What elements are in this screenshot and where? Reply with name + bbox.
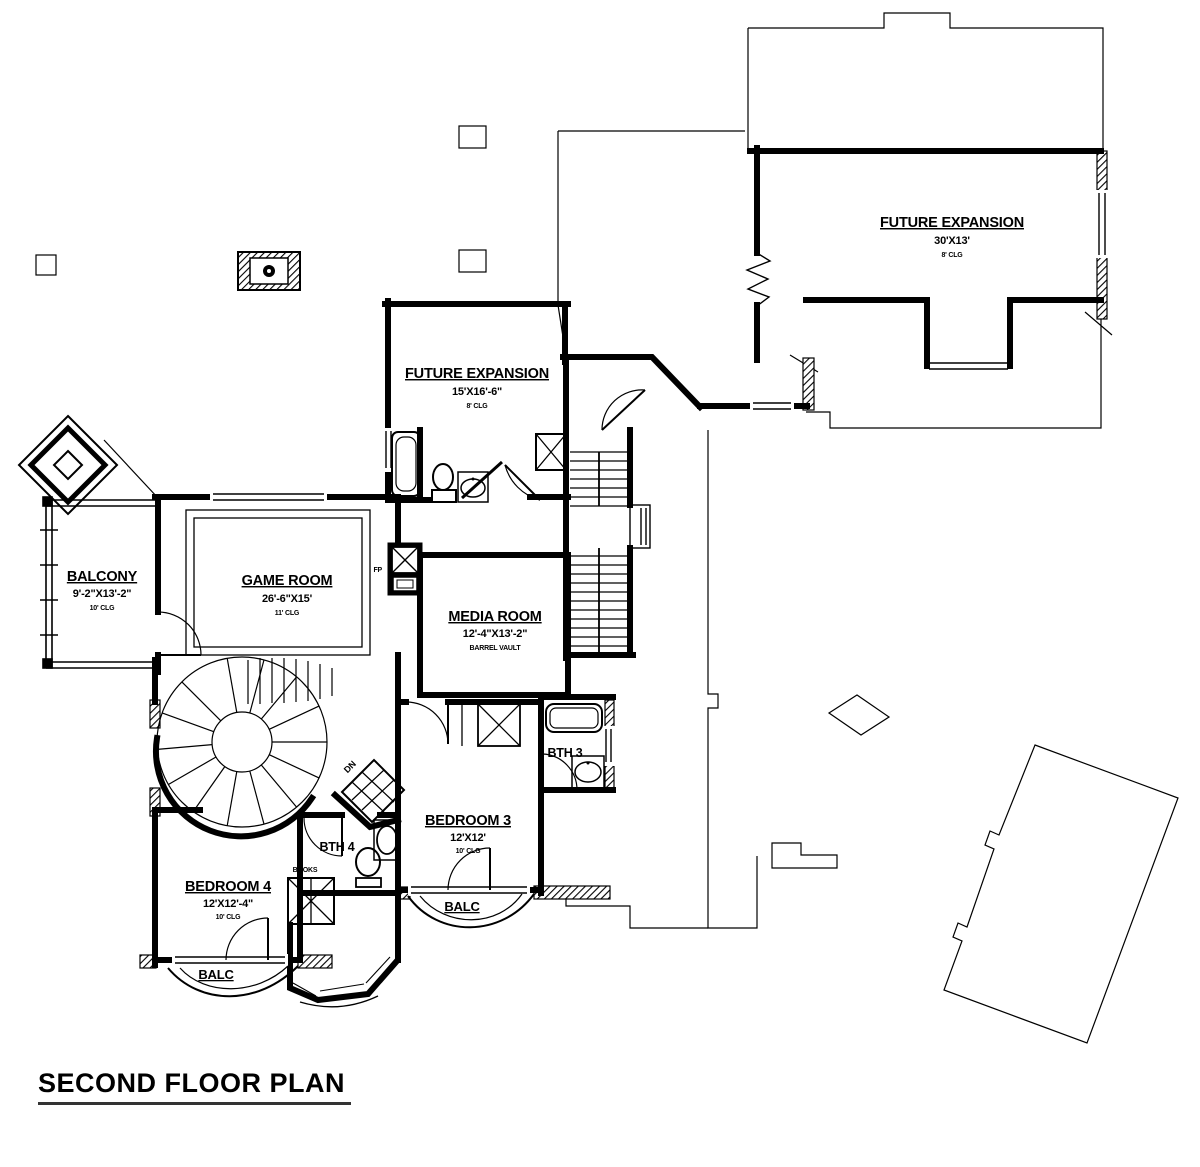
- room-labels: FUTURE EXPANSION 30'X13' 8' CLG FUTURE E…: [67, 215, 1024, 982]
- room-label-balc-bedroom4: BALC: [198, 967, 234, 982]
- room-label-bedroom-4: BEDROOM 4: [185, 879, 271, 895]
- windows: [172, 190, 1110, 966]
- bath-fixtures: [355, 431, 605, 888]
- room-note-balcony: 10' CLG: [90, 605, 116, 612]
- books-label: BOOKS: [293, 867, 318, 874]
- room-note-media-room: BARREL VAULT: [470, 645, 522, 652]
- room-note-game-room: 11' CLG: [275, 610, 300, 617]
- room-label-bedroom-3: BEDROOM 3: [425, 813, 511, 829]
- fireplace-chase: [387, 542, 423, 596]
- room-label-balc-bedroom3: BALC: [444, 899, 480, 914]
- room-note-bedroom-3: 10' CLG: [456, 848, 482, 855]
- room-label-game-room: GAME ROOM: [242, 573, 333, 589]
- room-dims-bedroom-3: 12'X12': [450, 832, 486, 844]
- x-closets: [287, 433, 567, 925]
- room-note-future-expansion-upper: 8' CLG: [941, 252, 963, 259]
- curved-balconies: [167, 893, 535, 1008]
- turret-diamond: [17, 414, 119, 516]
- fireplace-label: FP: [373, 567, 382, 574]
- room-dims-bedroom-4: 12'X12'-4": [203, 898, 253, 910]
- room-label-future-expansion-center: FUTURE EXPANSION: [405, 366, 549, 382]
- room-label-media-room: MEDIA ROOM: [448, 609, 541, 625]
- room-dims-media-room: 12'-4"X13'-2": [463, 628, 527, 640]
- plan-title: SECOND FLOOR PLAN: [38, 1068, 352, 1105]
- chimney-box: [237, 251, 301, 291]
- room-dims-future-expansion-center: 15'X16'-6": [452, 386, 502, 398]
- balcony-walls: [40, 496, 158, 669]
- room-dims-game-room: 26'-6"X15': [262, 593, 313, 605]
- room-note-bedroom-4: 10' CLG: [216, 914, 242, 921]
- room-dims-balcony: 9'-2"X13'-2": [73, 588, 132, 600]
- room-dims-future-expansion-upper: 30'X13': [934, 235, 970, 247]
- room-label-bath-4: BTH 4: [319, 840, 354, 854]
- linen-closet: [340, 758, 406, 824]
- game-room-tray: [185, 509, 371, 656]
- room-label-future-expansion-upper: FUTURE EXPANSION: [880, 215, 1024, 231]
- room-note-future-expansion-center: 8' CLG: [466, 403, 488, 410]
- room-label-balcony: BALCONY: [67, 569, 138, 585]
- spiral-stair: [156, 656, 333, 828]
- stair-down-label: DN: [342, 759, 358, 775]
- stair-treads: [570, 451, 627, 652]
- room-label-bath-3: BTH 3: [547, 746, 582, 760]
- doors: [157, 252, 772, 961]
- roof-outlines-below: [35, 12, 1179, 1044]
